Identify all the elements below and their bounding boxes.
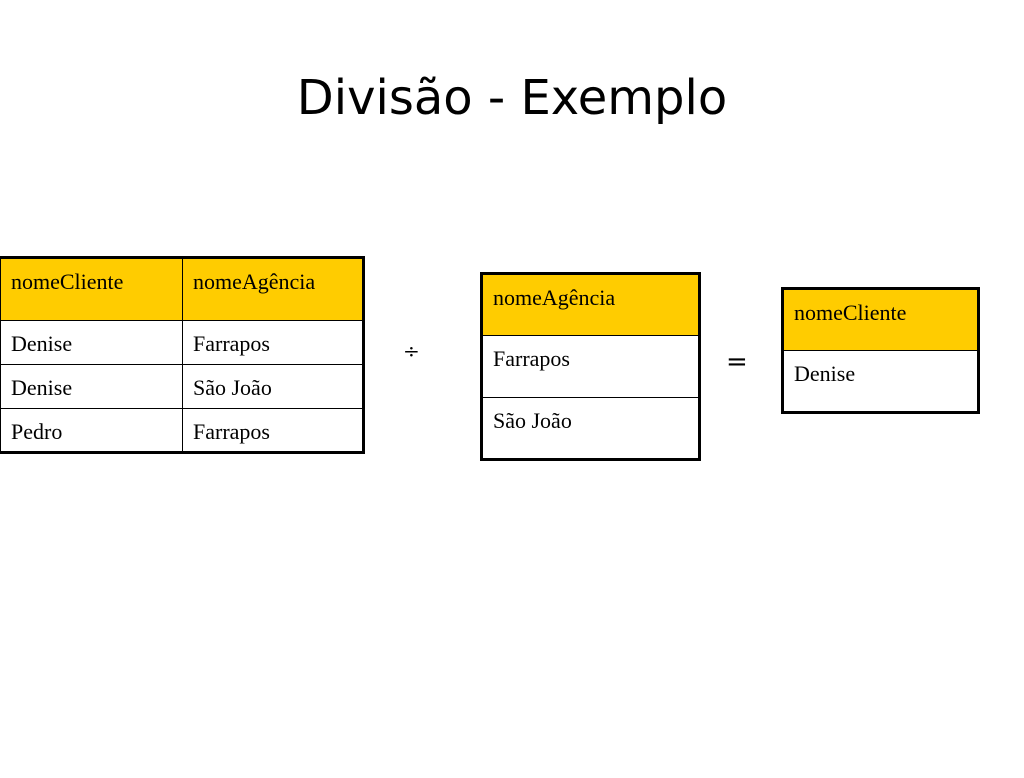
table-cell: Denise bbox=[782, 350, 979, 413]
table-row: Denise São João bbox=[0, 364, 364, 409]
table-cell: São João bbox=[481, 397, 700, 460]
table-cell: São João bbox=[182, 364, 364, 409]
table-row: São João bbox=[481, 397, 700, 460]
table-row: Pedro Farrapos bbox=[0, 408, 364, 453]
result-table: nomeCliente Denise bbox=[781, 287, 980, 414]
table-row: Denise bbox=[782, 350, 979, 413]
dividend-table: nomeCliente nomeAgência Denise Farrapos … bbox=[0, 256, 365, 454]
table-cell: Denise bbox=[0, 320, 183, 365]
divisor-table: nomeAgência Farrapos São João bbox=[480, 272, 701, 461]
table-row: Farrapos bbox=[481, 335, 700, 398]
table-row: Denise Farrapos bbox=[0, 320, 364, 365]
table-cell: Pedro bbox=[0, 408, 183, 453]
header-cell-nomecliente: nomeCliente bbox=[0, 257, 183, 321]
header-cell-nomeagencia: nomeAgência bbox=[481, 273, 700, 336]
table-cell: Farrapos bbox=[481, 335, 700, 398]
table-cell: Farrapos bbox=[182, 408, 364, 453]
table-cell: Denise bbox=[0, 364, 183, 409]
table-header-row: nomeCliente nomeAgência bbox=[0, 257, 364, 321]
table-header-row: nomeAgência bbox=[481, 273, 700, 336]
table-cell: Farrapos bbox=[182, 320, 364, 365]
division-operator: ÷ bbox=[403, 339, 420, 363]
header-cell-nomeagencia: nomeAgência bbox=[182, 257, 364, 321]
slide-title: Divisão - Exemplo bbox=[296, 70, 728, 126]
table-header-row: nomeCliente bbox=[782, 288, 979, 351]
equals-operator: = bbox=[726, 347, 748, 377]
header-cell-nomecliente: nomeCliente bbox=[782, 288, 979, 351]
